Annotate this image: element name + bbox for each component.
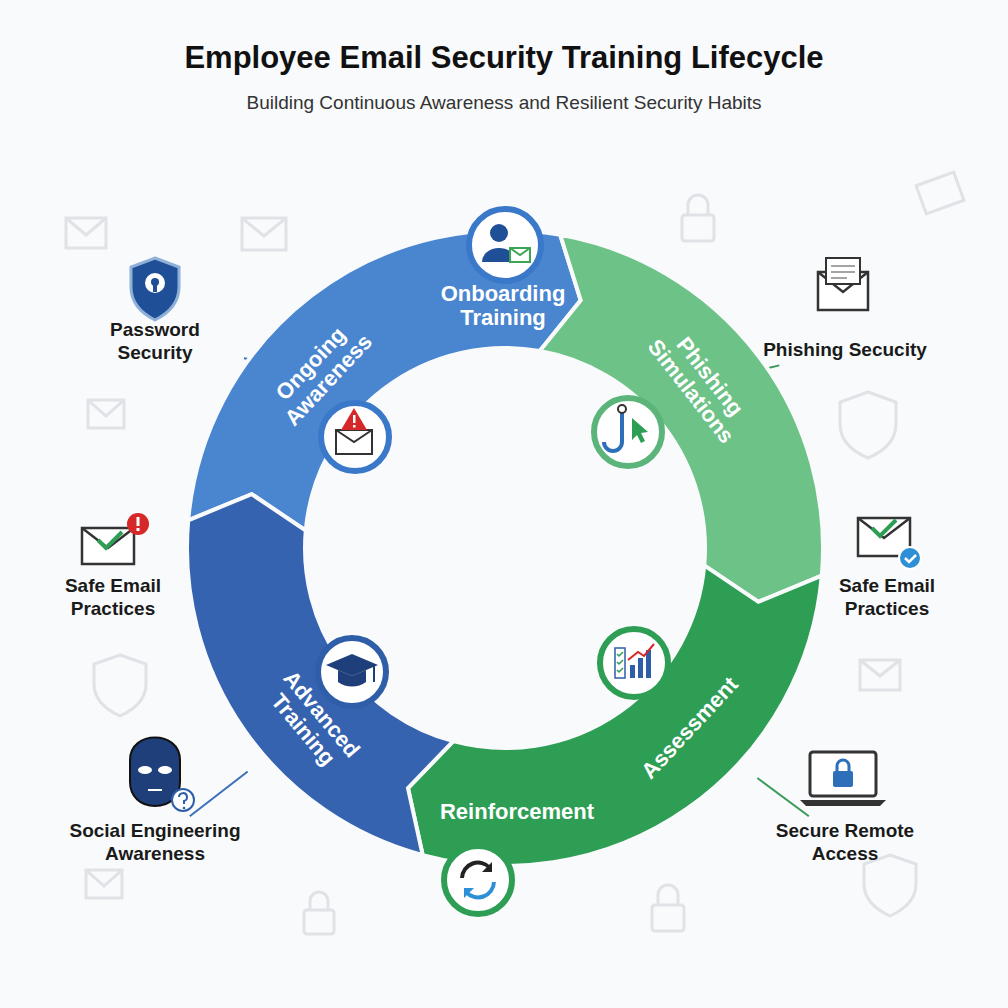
callout-text: Social Engineering Awareness [35,820,275,866]
diagram-title: Employee Email Security Training Lifecyc… [0,40,1008,76]
callout-label: Safe Email Practices [38,575,188,621]
callout-label: Password Security [70,319,240,365]
callout-text: Secure Remote Access [750,820,940,866]
ring-segment [187,494,453,855]
cycle-ring [187,230,823,866]
leader-line [190,772,248,817]
ring-segment [408,565,822,866]
stage-text: Onboarding Training [433,282,573,330]
leader-stroke [190,772,248,817]
stage-label: Onboarding Training [433,282,573,330]
stage-label: Reinforcement [427,800,607,824]
background-icons [66,172,964,934]
subtitle: Building Continuous Awareness and Resili… [0,92,1008,114]
callout-text: Password Security [70,319,240,365]
callout-label: Social Engineering Awareness [35,820,275,866]
callout-label: Safe Email Practices [812,575,962,621]
ring-segment [540,235,823,602]
stage-icons [318,209,668,914]
callout-text: Safe Email Practices [38,575,188,621]
callout-text: Safe Email Practices [812,575,962,621]
leader-stroke [757,778,808,816]
callout-label: Phishing Secucity [760,339,930,362]
stage-text: Reinforcement [427,800,607,824]
callout-label: Secure Remote Access [750,820,940,866]
callout-text: Phishing Secucity [760,339,930,362]
leader-line [757,778,808,816]
